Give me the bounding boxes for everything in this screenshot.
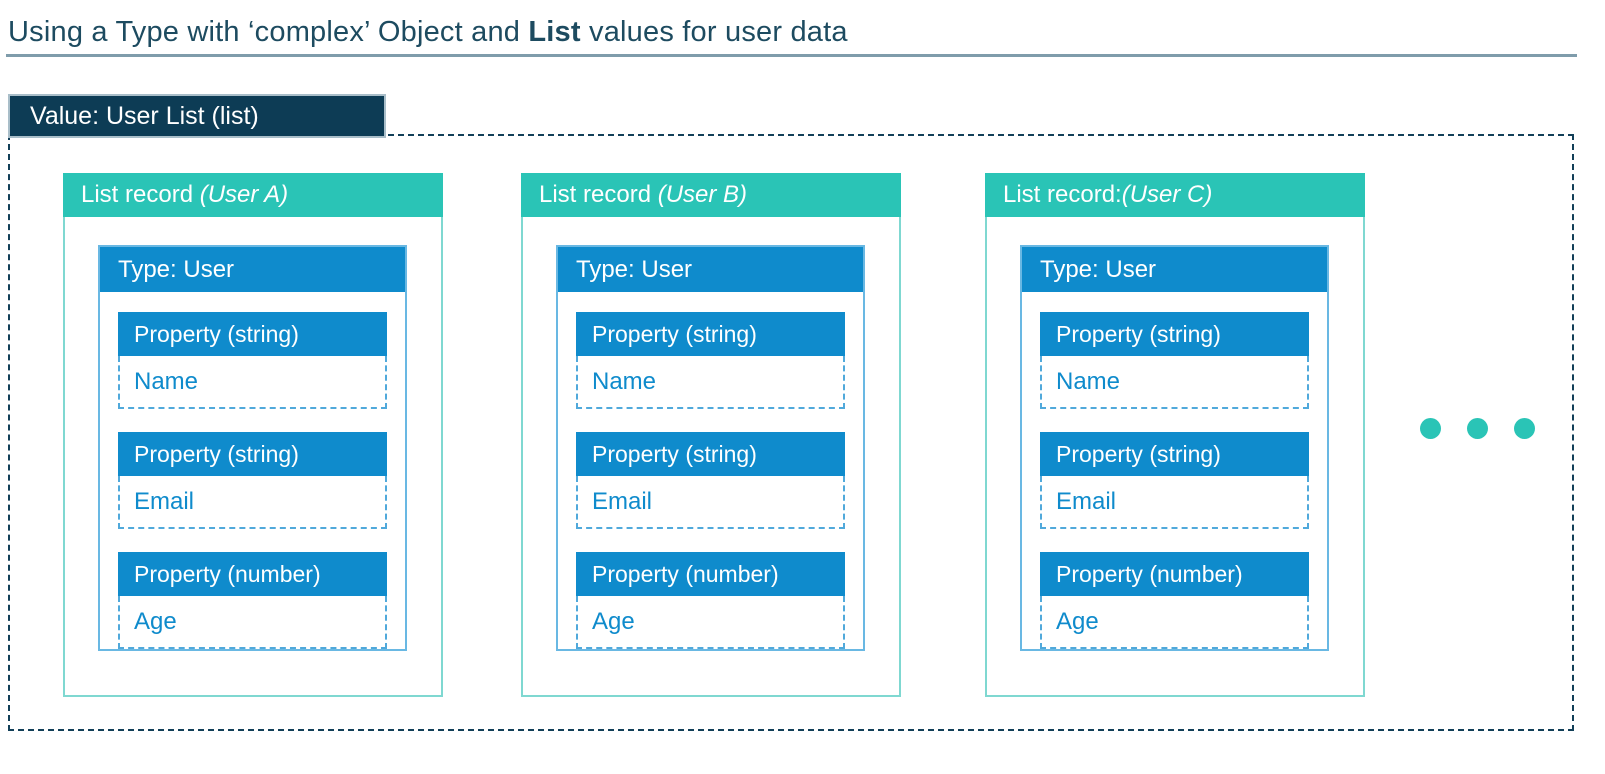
property-value: Email xyxy=(118,476,387,529)
list-record-card-user-c: List record: (User C) Type: User Propert… xyxy=(985,173,1365,697)
list-record-user-tag: (User A) xyxy=(199,181,289,208)
property-value: Email xyxy=(1040,476,1309,529)
list-record-body: Type: User Property (string) Name Proper… xyxy=(63,217,443,697)
list-record-body: Type: User Property (string) Name Proper… xyxy=(985,217,1365,697)
list-record-label: List record: xyxy=(1003,181,1122,208)
type-body: Property (string) Name Property (string)… xyxy=(558,292,863,649)
property-block: Property (string) Name xyxy=(118,312,387,409)
property-block: Property (number) Age xyxy=(576,552,845,649)
property-block: Property (string) Name xyxy=(1040,312,1309,409)
property-header: Property (string) xyxy=(118,432,387,476)
property-block: Property (string) Name xyxy=(576,312,845,409)
property-block: Property (string) Email xyxy=(1040,432,1309,529)
value-tab: Value: User List (list) xyxy=(8,94,386,138)
list-record-card-user-a: List record (User A) Type: User Property… xyxy=(63,173,443,697)
page-title-bold-word: List xyxy=(528,16,581,48)
page-title: Using a Type with ‘complex’ Object and L… xyxy=(8,16,848,49)
type-header: Type: User xyxy=(1022,247,1327,292)
property-header: Property (number) xyxy=(1040,552,1309,596)
type-box: Type: User Property (string) Name Proper… xyxy=(1020,245,1329,651)
property-header: Property (string) xyxy=(576,312,845,356)
list-record-label: List record xyxy=(539,181,652,208)
page-title-text: Using a Type with ‘complex’ Object and xyxy=(8,16,529,48)
list-record-user-tag: (User C) xyxy=(1121,181,1213,208)
property-block: Property (number) Age xyxy=(118,552,387,649)
property-block: Property (string) Email xyxy=(576,432,845,529)
ellipsis-icon xyxy=(1420,418,1535,439)
page-title-text-after: values for user data xyxy=(580,16,848,48)
type-header: Type: User xyxy=(100,247,405,292)
property-header: Property (number) xyxy=(576,552,845,596)
property-value: Name xyxy=(576,356,845,409)
type-body: Property (string) Name Property (string)… xyxy=(100,292,405,649)
title-underline xyxy=(6,54,1577,57)
list-record-header: List record: (User C) xyxy=(985,173,1365,217)
property-block: Property (number) Age xyxy=(1040,552,1309,649)
property-header: Property (string) xyxy=(118,312,387,356)
property-block: Property (string) Email xyxy=(118,432,387,529)
user-list-container xyxy=(8,134,1574,731)
property-header: Property (number) xyxy=(118,552,387,596)
property-value: Name xyxy=(118,356,387,409)
property-value: Name xyxy=(1040,356,1309,409)
ellipsis-dot xyxy=(1514,418,1535,439)
list-record-card-user-b: List record (User B) Type: User Property… xyxy=(521,173,901,697)
property-header: Property (string) xyxy=(1040,312,1309,356)
type-body: Property (string) Name Property (string)… xyxy=(1022,292,1327,649)
property-value: Age xyxy=(118,596,387,649)
property-value: Age xyxy=(576,596,845,649)
list-record-header: List record (User B) xyxy=(521,173,901,217)
type-box: Type: User Property (string) Name Proper… xyxy=(556,245,865,651)
type-box: Type: User Property (string) Name Proper… xyxy=(98,245,407,651)
type-header: Type: User xyxy=(558,247,863,292)
property-header: Property (string) xyxy=(576,432,845,476)
list-record-body: Type: User Property (string) Name Proper… xyxy=(521,217,901,697)
property-header: Property (string) xyxy=(1040,432,1309,476)
list-record-header: List record (User A) xyxy=(63,173,443,217)
list-record-user-tag: (User B) xyxy=(657,181,748,208)
ellipsis-dot xyxy=(1467,418,1488,439)
value-tab-label: Value: User List (list) xyxy=(30,101,259,130)
property-value: Age xyxy=(1040,596,1309,649)
ellipsis-dot xyxy=(1420,418,1441,439)
property-value: Email xyxy=(576,476,845,529)
list-record-label: List record xyxy=(81,181,194,208)
